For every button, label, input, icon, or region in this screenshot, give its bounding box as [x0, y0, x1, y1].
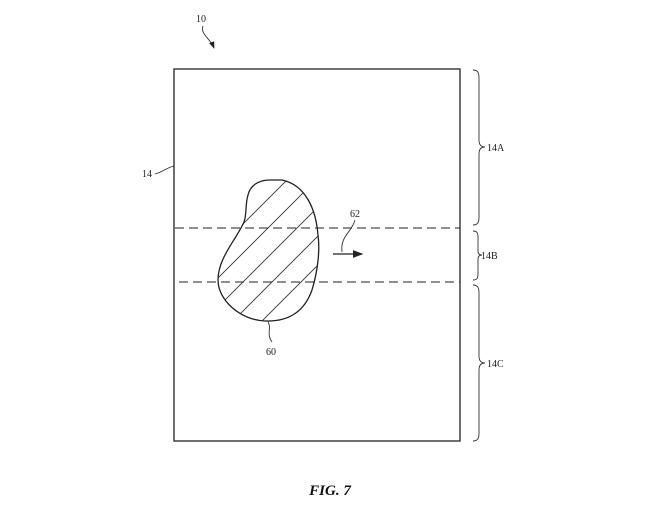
- device-arrow: [202, 25, 215, 49]
- label-device: 10: [196, 14, 206, 25]
- object-leader: [267, 321, 273, 343]
- label-display: 14: [142, 169, 152, 180]
- brace-region-c: [472, 284, 486, 442]
- figure-caption: FIG. 7: [308, 483, 351, 499]
- display-leader: [154, 165, 175, 175]
- label-object: 60: [266, 347, 276, 358]
- label-region-a: 14A: [487, 143, 505, 154]
- label-region-b: 14B: [481, 251, 498, 262]
- motion-leader: [341, 219, 356, 253]
- brace-region-b: [472, 230, 483, 281]
- display-outline: [173, 68, 461, 442]
- object-outline: [217, 179, 320, 322]
- label-region-c: 14C: [487, 359, 504, 370]
- brace-region-a: [472, 69, 486, 226]
- label-motion: 62: [350, 209, 360, 220]
